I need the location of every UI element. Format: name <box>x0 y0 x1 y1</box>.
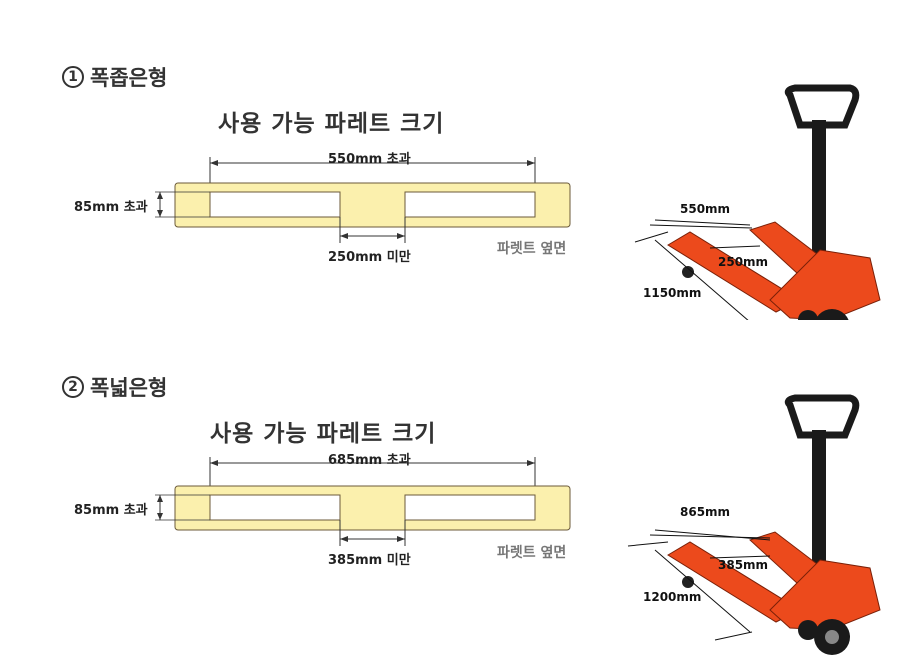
section-title: 2 폭넓은형 <box>62 372 167 402</box>
width-dimension-label: 685mm 초과 <box>328 453 411 468</box>
jack-width-label: 550mm <box>680 202 730 216</box>
section-title: 1 폭좁은형 <box>62 62 167 92</box>
fork-opening-left <box>209 494 341 521</box>
handle-icon <box>784 84 860 129</box>
fork-opening-right <box>404 191 536 218</box>
height-dimension-label: 85mm 초과 <box>74 200 148 215</box>
handle-icon <box>784 394 860 439</box>
wheel-icon <box>815 309 849 320</box>
number-badge: 2 <box>62 376 84 398</box>
jack-gap-label: 250mm <box>718 255 768 269</box>
handle-shaft <box>812 430 826 580</box>
pallet-diagram <box>155 457 571 546</box>
jack-width-label: 865mm <box>680 505 730 519</box>
pallet-side-label: 파렛트 옆면 <box>497 241 567 257</box>
number-badge: 1 <box>62 66 84 88</box>
pallet-size-heading: 사용 가능 파레트 크기 <box>218 111 445 137</box>
pallet-jack-image: 865mm 385mm 1200mm <box>627 394 881 655</box>
section-wide: 2 폭넓은형 사용 가능 파레트 크기 685mm 초과 85mm 초과 385… <box>0 310 903 655</box>
pallet-diagram <box>155 157 571 243</box>
handle-shaft <box>812 120 826 270</box>
jack-length-label: 1150mm <box>643 286 701 300</box>
jack-gap-label: 385mm <box>718 558 768 572</box>
jack-length-label: 1200mm <box>643 590 701 604</box>
width-dimension-label: 550mm 초과 <box>328 152 411 167</box>
height-dimension-label: 85mm 초과 <box>74 503 148 518</box>
pallet-jack-image: 550mm 250mm 1150mm <box>634 84 881 320</box>
pallet-size-heading: 사용 가능 파레트 크기 <box>210 421 437 447</box>
section-title-text: 폭좁은형 <box>90 66 168 90</box>
jack-body <box>769 559 881 631</box>
jack-body <box>769 249 881 320</box>
fork-opening-left <box>209 191 341 218</box>
section-title-text: 폭넓은형 <box>90 376 168 400</box>
fork-opening-right <box>404 494 536 521</box>
pallet-side-label: 파렛트 옆면 <box>497 545 567 561</box>
gap-dimension-label: 385mm 미만 <box>328 553 411 568</box>
gap-dimension-label: 250mm 미만 <box>328 250 411 265</box>
section-narrow: 1 폭좁은형 사용 가능 파레트 크기 550mm 초과 85mm 초과 250… <box>0 0 903 320</box>
